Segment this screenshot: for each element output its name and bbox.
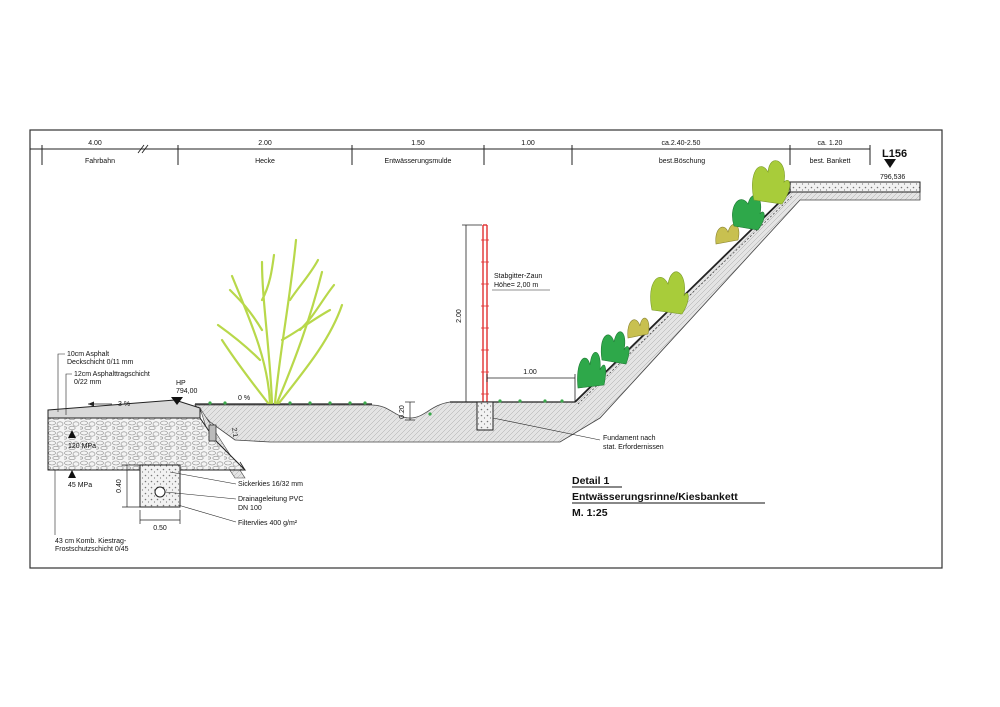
drain-width: 0.50 [153,525,167,532]
slope-ratio: 2:1 [230,427,239,438]
grass-tufts [208,399,564,416]
drain-gravel-label: Sickerkies 16/32 mm [238,481,303,488]
asphalt-base-label-1: 12cm Asphalttragschicht [74,371,150,378]
mpa-45-marker-icon [68,470,76,478]
fence-height-value: 2.00 [456,309,463,323]
foundation-label-1: Fundament nach [603,435,656,442]
frost-protection-layer [47,417,247,471]
hp-value: 794,00 [176,388,198,395]
dim-bankett: ca. 1.20 [818,140,843,147]
drain-pipe-label-2: DN 100 [238,505,262,512]
hedge-plant [216,238,344,405]
fence-foundation [476,401,494,431]
foundation-label-2: stat. Erfordernissen [603,444,664,451]
asphalt-base-label-2: 0/22 mm [74,379,101,386]
mulde-depth-value: 0.20 [399,405,406,419]
mpa-45: 45 MPa [68,482,92,489]
dim-zaun: 1.00 [521,140,535,147]
fence-label-2: Höhe= 2,00 m [494,282,538,289]
segment-hecke: Hecke [255,158,275,165]
fence-height-dimension [462,224,576,403]
drain-fleece-label: Filtervlies 400 g/m² [238,520,298,527]
title-line-2: Entwässerungsrinne/Kiesbankett [572,491,738,503]
drain-pipe-icon [154,486,166,498]
mpa-120: 120 MPa [68,443,96,450]
title-line-1: Detail 1 [572,475,610,487]
asphalt-layer [47,399,201,419]
asphalt-top-label-1: 10cm Asphalt [67,351,109,358]
hp-marker-icon [171,397,183,405]
curb-stone [208,424,217,442]
fence [476,224,494,431]
dim-hecke: 2.00 [258,140,272,147]
drain-pipe-label-1: Drainageleitung PVC [238,496,303,503]
road-slope: 3 % [118,401,130,408]
drain-trench [139,464,181,508]
mpa-120-marker-icon [68,430,76,438]
title-line-3: M. 1:25 [572,507,608,519]
frost-label-1: 43 cm Komb. Kiestrag- [55,538,127,545]
fence-offset-value: 1.00 [523,369,537,376]
fence-label-1: Stabgitter-Zaun [494,273,542,280]
asphalt-top-label-2: Deckschicht 0/11 mm [67,359,134,366]
dim-fahrbahn: 4.00 [88,140,102,147]
top-dimension-chain [30,144,871,165]
hp-label: HP [176,380,186,387]
zero-percent: 0 % [238,395,250,402]
dim-boeschung: ca.2.40-2.50 [662,140,701,147]
segment-mulde: Entwässerungsmulde [385,158,452,165]
ground-hatch [194,191,921,443]
drain-depth: 0.40 [116,479,123,493]
segment-boeschung: best.Böschung [659,158,705,165]
frost-label-2: Frostschutzschicht 0/45 [55,546,129,553]
segment-bankett: best. Bankett [810,158,851,165]
slope-shrubs [577,160,791,389]
dim-mulde: 1.50 [411,140,425,147]
elevation-marker-icon [884,159,896,168]
road-name: L156 [882,148,907,160]
road-elevation: 796,536 [880,174,905,181]
segment-fahrbahn: Fahrbahn [85,158,115,165]
gravel-shoulder [789,181,921,193]
